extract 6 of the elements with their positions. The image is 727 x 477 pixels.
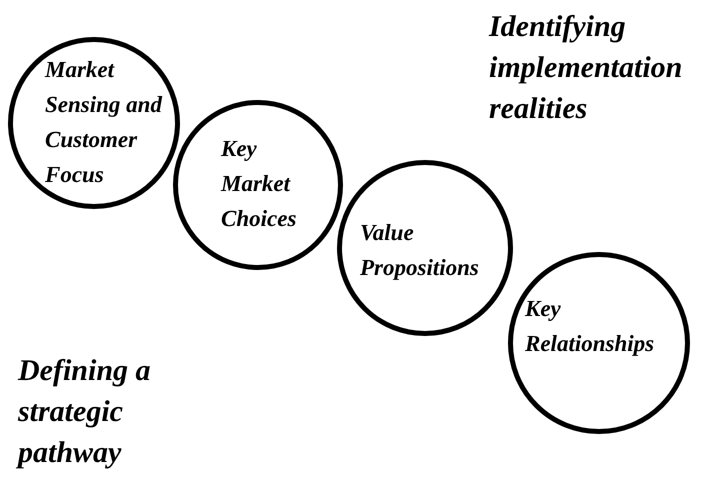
node-text: Key Market Choices	[221, 135, 298, 233]
node-text: Market Sensing and Customer Focus	[45, 56, 164, 189]
heading-text: Identifying implementation realities	[489, 9, 684, 127]
node-text: Value Propositions	[360, 219, 480, 282]
heading-text: Defining a strategic pathway	[18, 353, 152, 471]
node-text: Key Relationships	[525, 295, 656, 358]
